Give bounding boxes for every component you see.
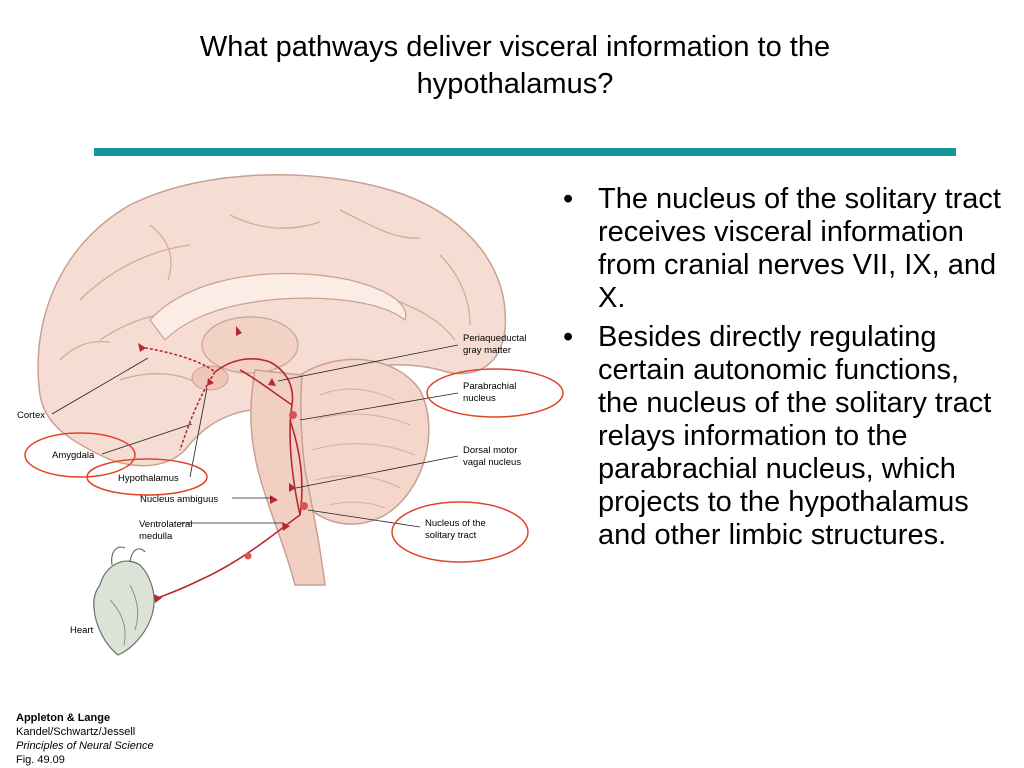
bullet-item: • The nucleus of the solitary tract recei…	[560, 183, 1005, 315]
bullet-list: • The nucleus of the solitary tract recei…	[560, 183, 1005, 558]
label-periaqueductal-1: Periaqueductal	[463, 333, 526, 344]
title-rule	[94, 148, 956, 156]
label-parabrachial-2: nucleus	[463, 393, 496, 404]
label-amygdala: Amygdala	[52, 450, 95, 461]
corpus-callosum	[149, 272, 407, 341]
bullet-dot: •	[563, 321, 574, 353]
bullet-text: Besides directly regulating certain auto…	[598, 321, 992, 551]
cerebellum-folia	[311, 388, 416, 509]
vagus-dot	[244, 552, 252, 560]
highlight-ellipses	[24, 368, 564, 563]
bullet-dot: •	[563, 183, 574, 215]
brainstem	[250, 369, 326, 586]
bullet-text: The nucleus of the solitary tract receiv…	[598, 183, 1001, 314]
label-heart: Heart	[70, 625, 94, 636]
label-hypothalamus: Hypothalamus	[118, 473, 179, 484]
label-ventrolateral-2: medulla	[139, 531, 173, 542]
hypothalamus-region	[191, 365, 229, 391]
heart-drawing	[93, 546, 155, 656]
brain-pathway-figure: Periaqueductal gray matter Parabrachial …	[17, 174, 564, 656]
label-dorsal-motor-2: vagal nucleus	[463, 457, 521, 468]
leader-lines	[51, 344, 459, 528]
label-parabrachial-1: Parabrachial	[463, 381, 516, 392]
pathway-arrows	[138, 326, 296, 603]
label-cortex: Cortex	[17, 410, 45, 421]
parabrachial-dot	[289, 411, 297, 419]
label-ventrolateral-1: Ventrolateral	[139, 519, 192, 530]
label-periaqueductal-2: gray matter	[463, 345, 511, 356]
cerebellum	[294, 358, 430, 525]
solitary-dot	[300, 502, 308, 510]
bullet-item: • Besides directly regulating certain aut…	[560, 321, 1005, 552]
figure-credits: Appleton & Lange Kandel/Schwartz/Jessell…	[16, 711, 154, 767]
label-ambiguus: Nucleus ambiguus	[140, 494, 218, 505]
label-solitary-1: Nucleus of the	[425, 518, 486, 529]
credit-fig: Fig. 49.09	[16, 754, 65, 766]
credit-publisher: Appleton & Lange	[16, 712, 111, 724]
label-solitary-2: solitary tract	[425, 530, 477, 541]
label-dorsal-motor-1: Dorsal motor	[463, 445, 517, 456]
gyri-lines	[59, 209, 471, 386]
thalamus	[201, 316, 299, 374]
credit-authors: Kandel/Schwartz/Jessell	[16, 726, 136, 738]
slide-title: What pathways deliver visceral informati…	[199, 31, 831, 101]
credit-book: Principles of Neural Science	[16, 740, 154, 752]
